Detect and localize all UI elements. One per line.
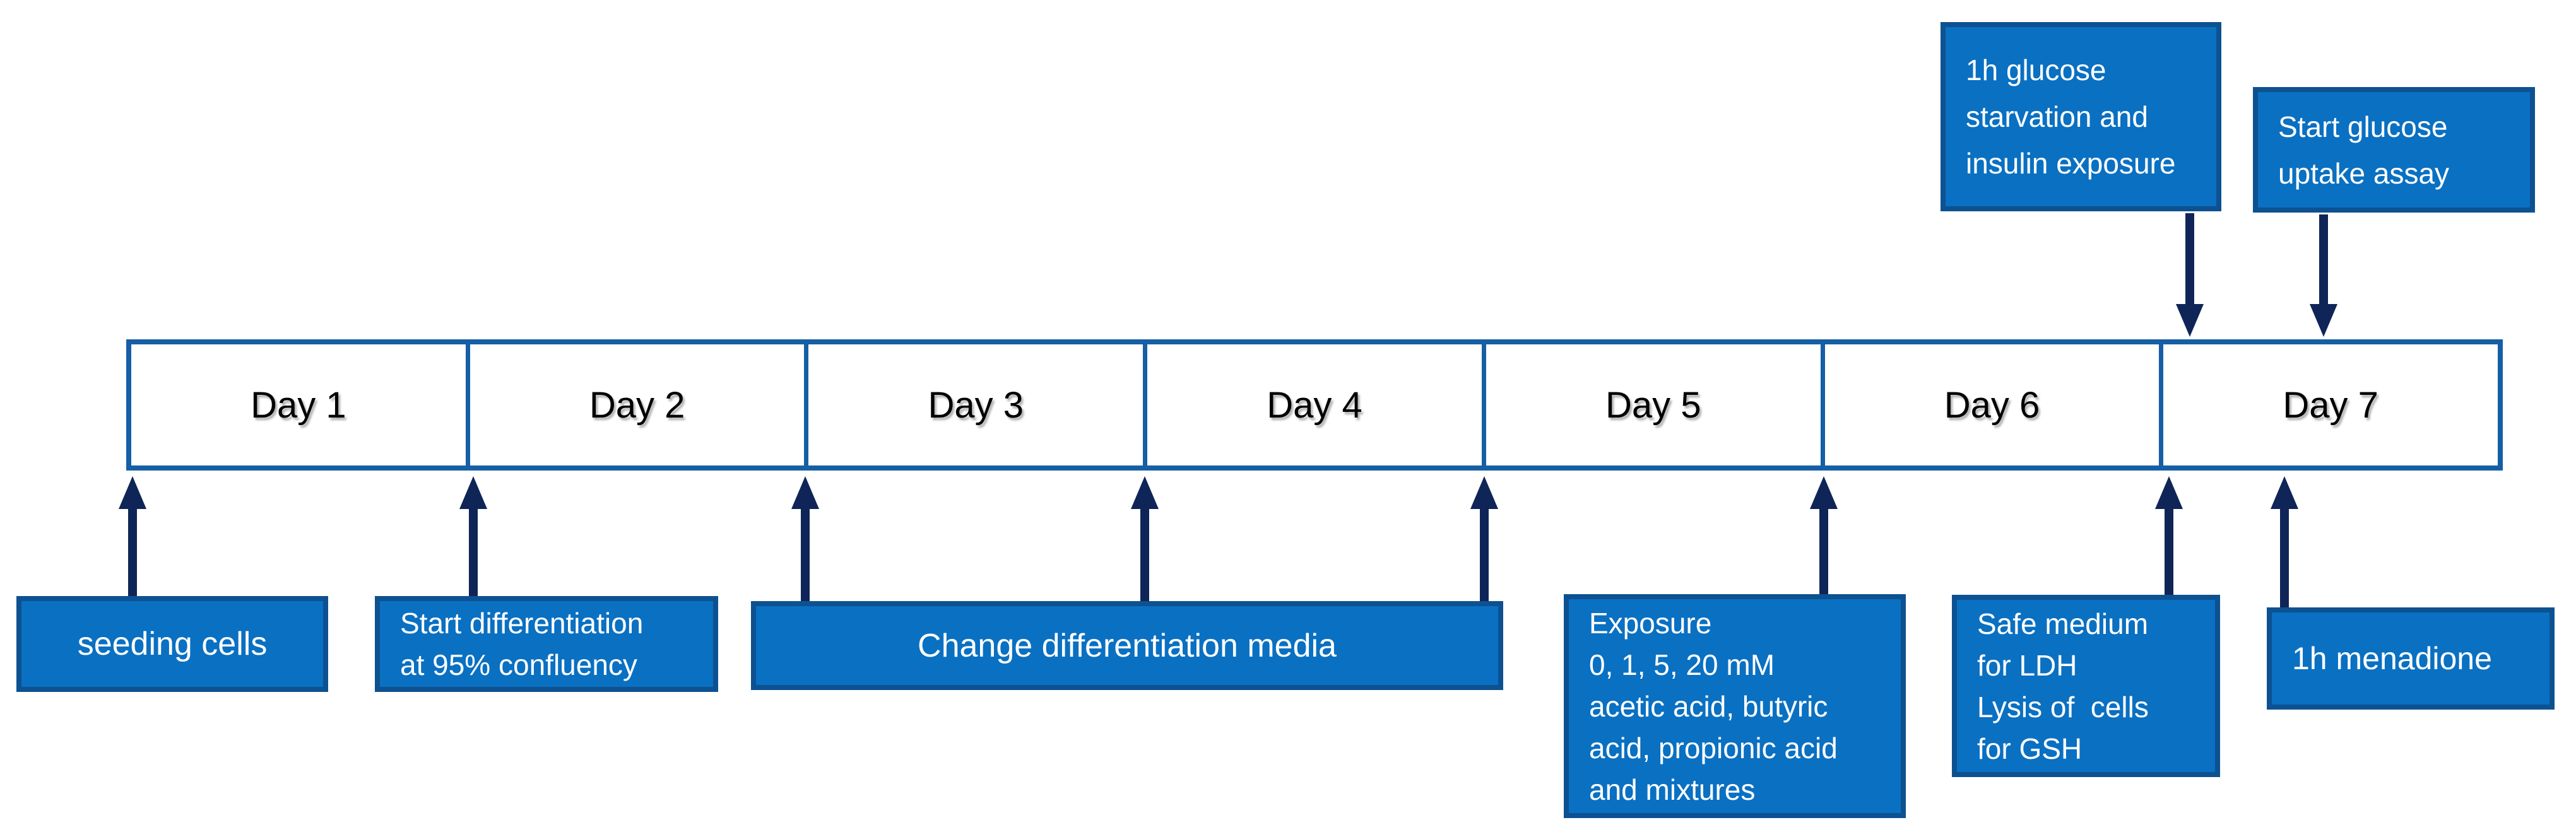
day-7-label: Day 7 <box>2283 384 2378 426</box>
change-differentiation-media-box: Change differentiation media <box>751 601 1503 690</box>
exposure-box: Exposure 0, 1, 5, 20 mM acetic acid, but… <box>1564 594 1906 818</box>
timeline-day-2: Day 2 <box>470 344 809 465</box>
arrow-up-change-media-day4-icon <box>1131 476 1159 601</box>
arrow-down-glucose-uptake-icon <box>2310 214 2337 337</box>
day-4-label: Day 4 <box>1267 384 1362 426</box>
day-5-label: Day 5 <box>1605 384 1701 426</box>
day-6-label: Day 6 <box>1944 384 2040 426</box>
arrow-up-change-media-day3-icon <box>791 476 819 601</box>
glucose-starvation-label: 1h glucose starvation and insulin exposu… <box>1966 54 2176 180</box>
day-1-label: Day 1 <box>251 384 346 426</box>
arrow-up-exposure-icon <box>1810 476 1838 594</box>
change-differentiation-media-label: Change differentiation media <box>918 627 1337 664</box>
timeline-day-7: Day 7 <box>2163 344 2498 465</box>
seeding-cells-label: seeding cells <box>77 626 268 662</box>
timeline-bar: Day 1 Day 2 Day 3 Day 4 Day 5 Day 6 Day … <box>126 339 2503 471</box>
start-differentiation-box: Start differentiation at 95% confluency <box>375 596 718 692</box>
timeline-day-1: Day 1 <box>131 344 470 465</box>
menadione-box: 1h menadione <box>2267 607 2555 710</box>
seeding-cells-box: seeding cells <box>16 596 328 692</box>
glucose-uptake-assay-box: Start glucose uptake assay <box>2253 87 2535 213</box>
safe-medium-box: Safe medium for LDH Lysis of cells for G… <box>1952 595 2220 777</box>
arrow-up-menadione-icon <box>2271 476 2298 607</box>
timeline-day-5: Day 5 <box>1486 344 1825 465</box>
arrow-up-start-differentiation-icon <box>459 476 487 596</box>
glucose-starvation-box: 1h glucose starvation and insulin exposu… <box>1941 22 2221 211</box>
menadione-label: 1h menadione <box>2292 641 2492 676</box>
exposure-label: Exposure 0, 1, 5, 20 mM acetic acid, but… <box>1589 606 1838 806</box>
arrow-up-seeding-cells-icon <box>119 476 146 596</box>
arrow-up-change-media-day5-icon <box>1470 476 1498 601</box>
day-2-label: Day 2 <box>589 384 685 426</box>
safe-medium-label: Safe medium for LDH Lysis of cells for G… <box>1977 607 2149 765</box>
arrow-up-safe-medium-icon <box>2155 476 2183 595</box>
timeline-day-3: Day 3 <box>808 344 1148 465</box>
timeline-day-6: Day 6 <box>1824 344 2164 465</box>
day-3-label: Day 3 <box>928 384 1024 426</box>
glucose-uptake-assay-label: Start glucose uptake assay <box>2278 110 2450 190</box>
arrow-down-glucose-starvation-icon <box>2176 213 2204 337</box>
start-differentiation-label: Start differentiation at 95% confluency <box>400 607 644 681</box>
timeline-day-4: Day 4 <box>1147 344 1486 465</box>
